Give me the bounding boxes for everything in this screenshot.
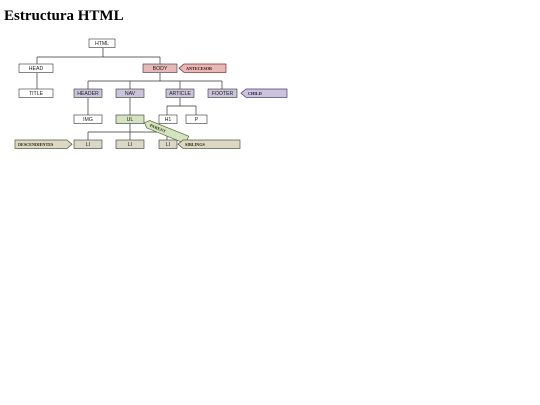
node-body: BODY — [142, 63, 178, 73]
relationship-tags: ANTECESOR CHILD PARENT DESCENDIENTES SIB… — [14, 63, 288, 149]
node-head-label: HEAD — [29, 66, 44, 72]
tag-ancestor: ANTECESOR — [178, 63, 227, 73]
node-footer: FOOTER — [207, 88, 238, 98]
node-img: IMG — [73, 114, 103, 124]
tag-descendants: DESCENDIENTES — [14, 139, 73, 149]
node-article-label: ARTICLE — [169, 91, 191, 97]
tag-child: CHILD — [240, 88, 288, 98]
node-li-1-label: LI — [86, 142, 90, 148]
node-p-label: P — [195, 117, 199, 123]
tag-child-label: CHILD — [248, 91, 262, 96]
tree-nodes: HTML HEAD BODY TITLE HEADER NAV ARTICLE — [18, 38, 238, 149]
node-p: P — [185, 114, 208, 124]
node-footer-label: FOOTER — [212, 91, 234, 97]
node-img-label: IMG — [83, 117, 93, 123]
node-head: HEAD — [18, 63, 54, 73]
tag-siblings: SIBLINGS — [177, 139, 241, 149]
node-ul-label: UL — [127, 117, 134, 123]
tag-parent-label: PARENT — [149, 123, 167, 134]
node-li-2-label: LI — [128, 142, 132, 148]
node-li-3-label: LI — [166, 142, 170, 148]
node-header-label: HEADER — [77, 91, 99, 97]
tag-ancestor-label: ANTECESOR — [186, 66, 213, 71]
tag-descendants-label: DESCENDIENTES — [18, 142, 54, 147]
tag-siblings-label: SIBLINGS — [185, 142, 205, 147]
node-li-3: LI — [158, 139, 178, 149]
node-html: HTML — [88, 38, 116, 48]
node-title: TITLE — [18, 88, 54, 98]
node-nav: NAV — [115, 88, 145, 98]
node-title-label: TITLE — [29, 91, 44, 97]
node-li-2: LI — [115, 139, 145, 149]
node-article: ARTICLE — [165, 88, 195, 98]
node-nav-label: NAV — [125, 91, 136, 97]
node-h1-label: H1 — [165, 117, 172, 123]
node-li-1: LI — [73, 139, 103, 149]
node-h1: H1 — [158, 114, 178, 124]
page-title: Estructura HTML — [4, 8, 124, 24]
node-body-label: BODY — [153, 66, 168, 72]
node-html-label: HTML — [95, 41, 109, 47]
node-ul: UL — [115, 114, 145, 124]
node-header: HEADER — [73, 88, 103, 98]
